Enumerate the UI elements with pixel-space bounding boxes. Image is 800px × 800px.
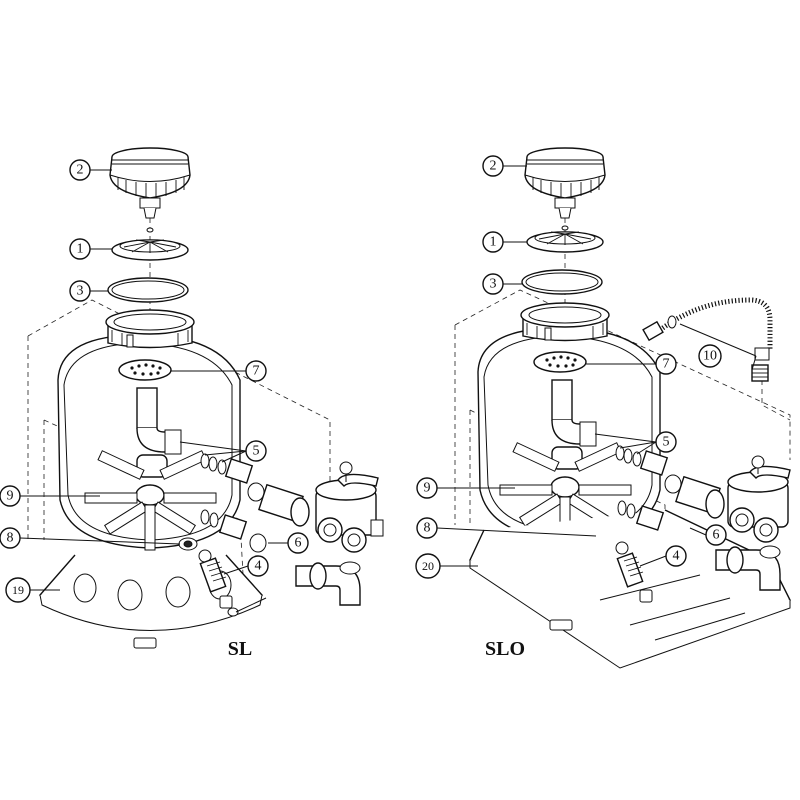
slo-leaders (436, 165, 757, 567)
sl-drain-plug (198, 549, 239, 617)
callout: 5 (245, 440, 267, 462)
svg-text:9: 9 (7, 489, 14, 504)
svg-text:7: 7 (663, 357, 670, 372)
sl-callouts: 2 1 3 7 5 9 8 4 6 19 (0, 159, 309, 603)
slo-unions (664, 474, 781, 591)
svg-text:5: 5 (663, 435, 670, 450)
svg-text:20: 20 (422, 559, 434, 573)
svg-text:9: 9 (424, 481, 431, 496)
svg-text:4: 4 (255, 559, 262, 574)
svg-text:6: 6 (295, 536, 302, 551)
slo-multiport-valve (727, 455, 791, 543)
callout: 19 (5, 577, 31, 603)
callout: 1 (482, 231, 504, 253)
model-label-sl: SL (228, 638, 252, 660)
callout: 9 (0, 485, 21, 507)
svg-text:19: 19 (12, 583, 24, 597)
callout: 6 (705, 524, 727, 546)
sl-leaders (19, 169, 288, 613)
slo-hose (642, 297, 773, 382)
svg-text:3: 3 (490, 277, 497, 292)
slo-diagram: 2 1 3 10 7 5 9 8 4 6 20 SLO (415, 147, 791, 669)
callout: 10 (698, 344, 722, 368)
callout: 20 (415, 553, 441, 579)
slo-top-diffuser (533, 351, 587, 373)
callout: 6 (287, 532, 309, 554)
callout: 3 (69, 280, 91, 302)
sl-multiport-valve (315, 461, 384, 553)
slo-o-ring-inner (525, 272, 599, 292)
svg-text:8: 8 (7, 531, 14, 546)
svg-text:10: 10 (703, 349, 717, 364)
svg-text:2: 2 (77, 163, 84, 178)
svg-text:7: 7 (253, 364, 260, 379)
model-label-slo: SLO (485, 638, 525, 660)
callout: 7 (245, 360, 267, 382)
callout: 1 (69, 238, 91, 260)
svg-text:3: 3 (77, 284, 84, 299)
slo-fittings (615, 445, 669, 531)
callout: 9 (416, 477, 438, 499)
sl-unions (247, 482, 361, 606)
slo-callouts: 2 1 3 10 7 5 9 8 4 6 20 (415, 155, 727, 579)
callout: 3 (482, 273, 504, 295)
callout: 2 (482, 155, 504, 177)
svg-text:5: 5 (253, 444, 260, 459)
sl-laterals (84, 450, 217, 551)
sl-o-ring-inner (111, 280, 185, 300)
svg-text:6: 6 (713, 528, 720, 543)
svg-text:2: 2 (490, 159, 497, 174)
callout: 8 (416, 517, 438, 539)
callout: 4 (247, 555, 269, 577)
slo-diffuser-disc (526, 231, 604, 253)
sl-diffuser-disc (111, 239, 189, 261)
sl-drain (178, 537, 198, 551)
sl-central-pipe (136, 387, 182, 478)
sl-top-diffuser (118, 359, 172, 381)
slo-central-pipe (551, 379, 597, 470)
slo-drain-plug (615, 541, 653, 603)
callout: 8 (0, 527, 21, 549)
svg-text:4: 4 (673, 549, 680, 564)
sl-lid (109, 147, 191, 233)
svg-text:1: 1 (77, 242, 84, 257)
svg-text:1: 1 (490, 235, 497, 250)
sl-fittings (200, 453, 254, 540)
callout: 4 (665, 545, 687, 567)
callout: 2 (69, 159, 91, 181)
callout: 7 (655, 353, 677, 375)
slo-lid (524, 147, 606, 231)
sl-diagram: 2 1 3 7 5 9 8 4 6 19 SL (0, 147, 384, 660)
callout: 5 (655, 431, 677, 453)
svg-text:8: 8 (424, 521, 431, 536)
